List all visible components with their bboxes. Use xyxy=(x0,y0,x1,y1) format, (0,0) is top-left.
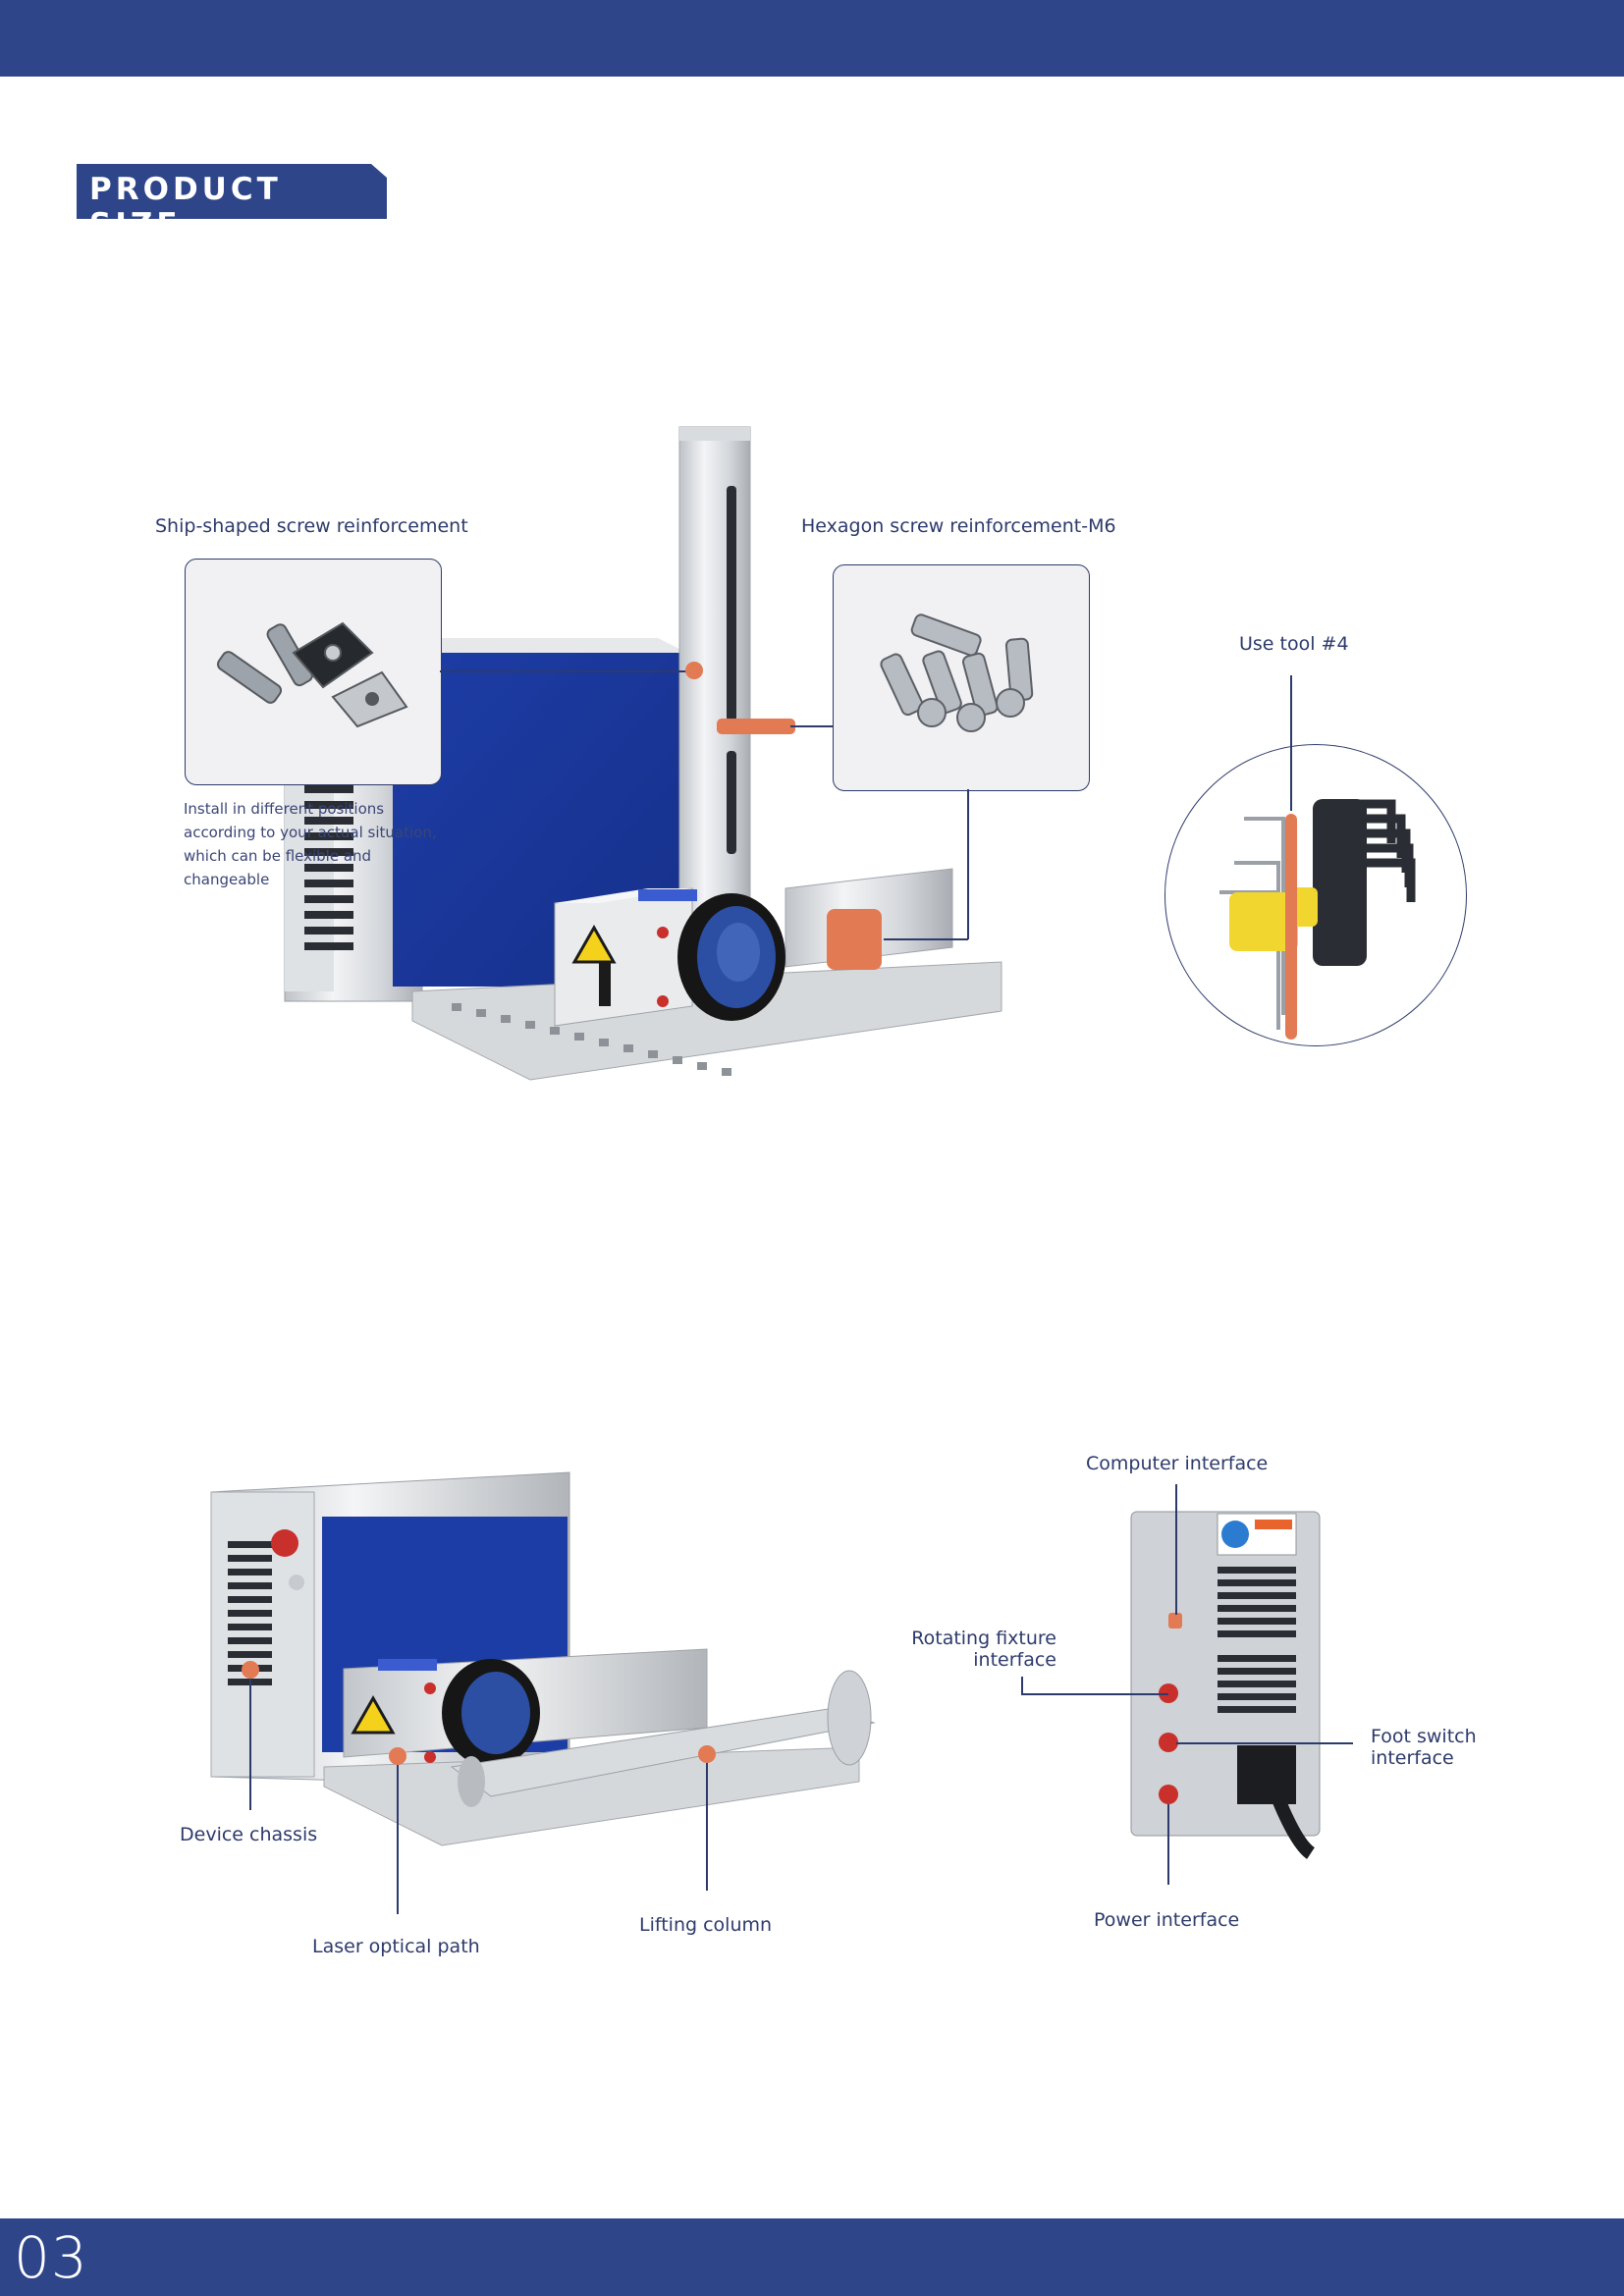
laser-path-marker xyxy=(389,1747,406,1765)
machine-side-view-illustration xyxy=(210,1471,876,1846)
laser-path-label: Laser optical path xyxy=(312,1936,480,1957)
hex-screw-photo xyxy=(880,614,1034,732)
footer-band xyxy=(0,2218,1624,2296)
hex-screw-leader xyxy=(790,725,833,727)
foot-switch-leader xyxy=(1176,1742,1353,1744)
lifting-column-leader xyxy=(706,1763,708,1891)
tool-leader xyxy=(1290,675,1292,811)
header-band xyxy=(0,0,1624,77)
rotating-fixture-leader-horizontal xyxy=(1021,1693,1168,1695)
hex-key-tool-circle xyxy=(1164,744,1467,1046)
device-chassis-leader xyxy=(249,1679,251,1810)
hex-screw-leader-vertical xyxy=(967,789,969,939)
hex-screw-marker xyxy=(827,909,882,970)
hex-screw-label: Hexagon screw reinforcement-M6 xyxy=(801,515,1116,537)
hex-screw-leader-horizontal xyxy=(884,938,968,940)
rotating-fixture-label: Rotating fixture interface xyxy=(911,1628,1056,1671)
computer-interface-label: Computer interface xyxy=(1086,1453,1269,1474)
marking-machine-illustration xyxy=(284,426,1002,1081)
install-note: Install in different positions according… xyxy=(184,800,437,888)
ship-screw-label: Ship-shaped screw reinforcement xyxy=(155,515,468,537)
foot-switch-label: Foot switch interface xyxy=(1371,1726,1477,1769)
device-chassis-label: Device chassis xyxy=(180,1824,318,1845)
section-title: PRODUCT SIZE xyxy=(89,172,282,242)
lifting-column-label: Lifting column xyxy=(639,1914,773,1936)
tool-label: Use tool #4 xyxy=(1239,633,1349,655)
ship-screw-detail-box xyxy=(185,559,442,785)
page-number: 03 xyxy=(14,2224,88,2291)
ship-screw-photo xyxy=(216,621,408,728)
section-title-tag: PRODUCT SIZE xyxy=(77,164,387,219)
laser-path-leader xyxy=(397,1765,399,1914)
hex-key-set-photo xyxy=(1219,799,1416,1040)
power-interface-label: Power interface xyxy=(1094,1909,1240,1931)
rotating-fixture-leader-vertical xyxy=(1021,1677,1023,1694)
power-interface-leader xyxy=(1167,1804,1169,1885)
device-chassis-marker xyxy=(242,1661,259,1679)
ship-screw-marker xyxy=(685,662,703,679)
computer-interface-leader xyxy=(1175,1484,1177,1615)
ship-screw-leader xyxy=(440,670,691,672)
lifting-column-marker xyxy=(698,1745,716,1763)
rear-panel-illustration xyxy=(1130,1511,1321,1859)
hex-screw-detail-box xyxy=(833,564,1090,791)
